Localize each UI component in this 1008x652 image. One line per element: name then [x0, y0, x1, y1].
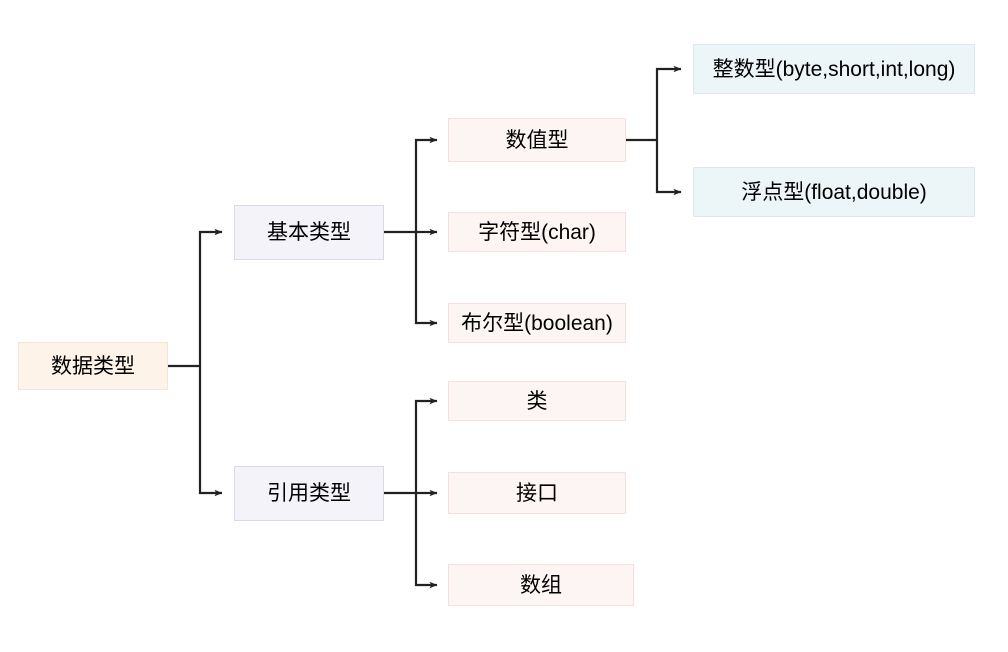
edge-numeric-to-integer	[655, 65, 682, 140]
node-integer-type[interactable]: 整数型(byte,short,int,long)	[693, 44, 975, 94]
node-array-label: 数组	[520, 573, 562, 597]
node-numeric-type-label: 数值型	[505, 128, 569, 152]
edge-root-to-reference	[198, 366, 223, 497]
node-interface-label: 接口	[516, 481, 558, 505]
node-class-label: 类	[526, 389, 548, 413]
node-float-type[interactable]: 浮点型(float,double)	[693, 167, 975, 217]
node-boolean-type-label: 布尔型(boolean)	[461, 311, 613, 335]
node-float-type-label: 浮点型(float,double)	[741, 180, 927, 204]
node-class[interactable]: 类	[448, 381, 626, 421]
node-primitive-type-label: 基本类型	[267, 221, 351, 244]
node-char-type-label: 字符型(char)	[478, 220, 596, 244]
node-numeric-type[interactable]: 数值型	[448, 118, 626, 162]
node-root-label: 数据类型	[51, 354, 135, 378]
node-interface[interactable]: 接口	[448, 472, 626, 514]
node-reference-type[interactable]: 引用类型	[234, 466, 384, 521]
edge-root-to-primitive	[198, 228, 223, 366]
node-root[interactable]: 数据类型	[18, 342, 168, 390]
node-boolean-type[interactable]: 布尔型(boolean)	[448, 303, 626, 343]
edge-primitive-to-boolean	[414, 232, 438, 327]
edge-reference-to-array	[414, 493, 438, 589]
edge-reference-to-class	[414, 397, 438, 493]
node-char-type[interactable]: 字符型(char)	[448, 212, 626, 252]
node-reference-type-label: 引用类型	[267, 482, 351, 505]
edge-primitive-to-numeric	[414, 136, 438, 232]
node-array[interactable]: 数组	[448, 564, 634, 606]
node-integer-type-label: 整数型(byte,short,int,long)	[712, 57, 956, 81]
edge-numeric-to-float	[655, 140, 682, 196]
node-primitive-type[interactable]: 基本类型	[234, 205, 384, 260]
